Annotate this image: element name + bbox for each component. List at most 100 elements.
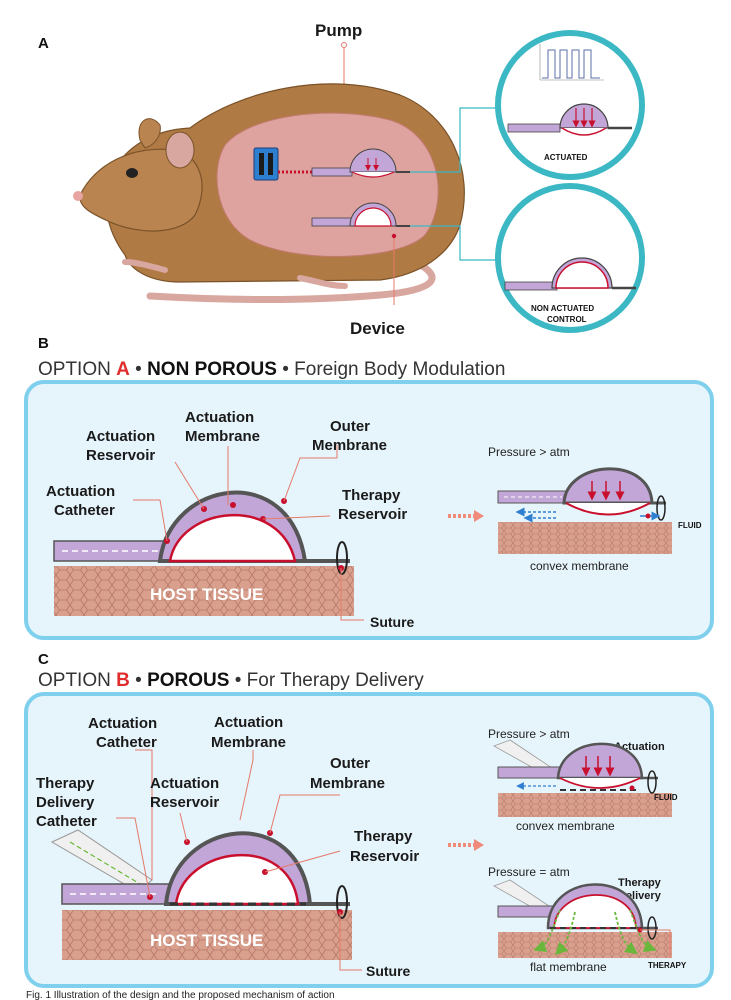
host-tissue-b-small xyxy=(498,522,672,554)
control-zoom-circle: NON ACTUATED CONTROL xyxy=(495,183,645,333)
panel-a: A Pump xyxy=(38,21,645,338)
panel-b: B OPTION A • NON POROUS • Foreign Body M… xyxy=(24,335,714,640)
leader-therapy-reservoir-c xyxy=(264,850,341,873)
implant-site-zone xyxy=(216,112,439,257)
panel-c: C OPTION B • POROUS • For Therapy Delive… xyxy=(24,651,714,988)
leader-act-reservoir-b xyxy=(174,461,205,510)
outer-membrane-b-1: Outer xyxy=(330,418,370,435)
leader-therapy-reservoir-b xyxy=(262,515,331,520)
therapy-catheter-c-1: Therapy xyxy=(36,775,95,792)
panel-c-header: OPTION B • POROUS • For Therapy Delivery xyxy=(38,670,424,691)
rat-eye xyxy=(126,168,138,178)
actuated-zoom-circle: ACTUATED xyxy=(495,30,645,180)
leader-act-membrane-c xyxy=(239,750,254,821)
act-membrane-c-1: Actuation xyxy=(214,714,283,731)
therapy-reservoir-b-2: Reservoir xyxy=(338,506,407,523)
rat-tail xyxy=(146,251,436,304)
act-membrane-b-1: Actuation xyxy=(185,409,254,426)
panel-b-letter: B xyxy=(38,335,49,352)
host-tissue-b xyxy=(54,566,354,616)
suture-loop-b xyxy=(336,541,348,575)
leader-act-reservoir-c xyxy=(179,812,188,843)
transition-arrowhead-c xyxy=(474,839,484,851)
act-reservoir-b-1: Actuation xyxy=(86,428,155,445)
flat-c-label: flat membrane xyxy=(530,960,607,974)
outer-membrane-b-2: Membrane xyxy=(312,437,387,454)
convex-c-label: convex membrane xyxy=(516,819,615,833)
act-catheter-b-1: Actuation xyxy=(46,483,115,500)
transition-arrowhead-b xyxy=(474,510,484,522)
host-tissue-c-small-top xyxy=(498,793,672,817)
pump-cell-1 xyxy=(259,153,264,175)
suture-loop-c xyxy=(336,885,348,919)
rat-device-actuated xyxy=(311,148,410,178)
act-catheter-c-1: Actuation xyxy=(88,715,157,732)
therapy-reservoir-c-2: Reservoir xyxy=(350,848,419,865)
outer-membrane-c-1: Outer xyxy=(330,755,370,772)
pressure-b-label: Pressure > atm xyxy=(488,445,570,459)
rat-ear xyxy=(165,131,195,169)
act-membrane-c-2: Membrane xyxy=(211,734,286,751)
control-label-1: NON ACTUATED xyxy=(531,304,594,313)
suture-c-label: Suture xyxy=(366,963,411,979)
rat-back-foot xyxy=(297,275,348,289)
rat-device-control xyxy=(311,202,410,227)
act-catheter-c-2: Catheter xyxy=(96,734,157,751)
act-reservoir-b-2: Reservoir xyxy=(86,447,155,464)
actuated-label: ACTUATED xyxy=(544,153,588,162)
therapy-reservoir-b-1: Therapy xyxy=(342,487,401,504)
pump-icon xyxy=(253,147,279,181)
fluid-b-label: FLUID xyxy=(678,521,702,530)
connector-control xyxy=(410,225,500,261)
leader-act-catheter-c xyxy=(135,749,153,880)
pressure-gt-c-label: Pressure > atm xyxy=(488,727,570,741)
leader-catheter-b xyxy=(133,499,168,542)
rat-front-foot xyxy=(122,259,168,273)
host-tissue-c xyxy=(62,910,352,960)
therapy-catheter-c-2: Delivery xyxy=(36,794,95,811)
therapy-catheter-c-3: Catheter xyxy=(36,813,97,830)
device-b-main xyxy=(53,490,350,575)
panel-a-letter: A xyxy=(38,35,49,52)
pump-label: Pump xyxy=(315,21,362,40)
suture-b-label: Suture xyxy=(370,614,415,630)
pump-leader-dot xyxy=(341,42,347,48)
device-c-delivery xyxy=(493,879,658,956)
leader-outer-membrane-b xyxy=(283,445,338,502)
device-label: Device xyxy=(350,319,405,338)
rat-ear-back xyxy=(138,118,161,149)
act-membrane-b-2: Membrane xyxy=(185,428,260,445)
convex-b-label: convex membrane xyxy=(530,559,629,573)
control-label-2: CONTROL xyxy=(547,315,587,324)
pump-cell-2 xyxy=(268,153,273,175)
device-leader-dot xyxy=(391,233,397,239)
figure-caption: Fig. 1 Illustration of the design and th… xyxy=(26,990,335,1000)
outer-membrane-c-2: Membrane xyxy=(310,775,385,792)
panel-b-header: OPTION A • NON POROUS • Foreign Body Mod… xyxy=(38,359,505,380)
dot-actuation-membrane-b xyxy=(230,502,236,508)
connector-actuated xyxy=(410,107,500,173)
rat-head xyxy=(79,148,203,232)
fluid-c-label: FLUID xyxy=(654,793,678,802)
leader-therapy-c xyxy=(640,929,671,958)
pressure-eq-c-label: Pressure = atm xyxy=(488,865,570,879)
host-tissue-c-label: HOST TISSUE xyxy=(150,931,263,950)
act-catheter-b-2: Catheter xyxy=(54,502,115,519)
leader-outer-membrane-c xyxy=(269,794,340,834)
host-tissue-b-label: HOST TISSUE xyxy=(150,585,263,604)
leader-therapy-catheter-c xyxy=(116,817,151,898)
rat-nose xyxy=(73,191,83,201)
therapy-reservoir-c-1: Therapy xyxy=(354,828,413,845)
host-tissue-c-small-bottom xyxy=(498,932,672,958)
act-reservoir-c-2: Reservoir xyxy=(150,794,219,811)
leader-suture-b xyxy=(340,568,364,621)
act-reservoir-c-1: Actuation xyxy=(150,775,219,792)
leader-suture-c xyxy=(339,912,362,971)
device-c-actuated xyxy=(493,739,658,794)
device-b-actuated xyxy=(497,467,666,523)
pulse-waveform xyxy=(542,49,600,79)
therapy-delivery-c-1: Therapy xyxy=(618,877,662,889)
therapy-c-label: THERAPY xyxy=(648,961,687,970)
panel-c-letter: C xyxy=(38,651,49,668)
